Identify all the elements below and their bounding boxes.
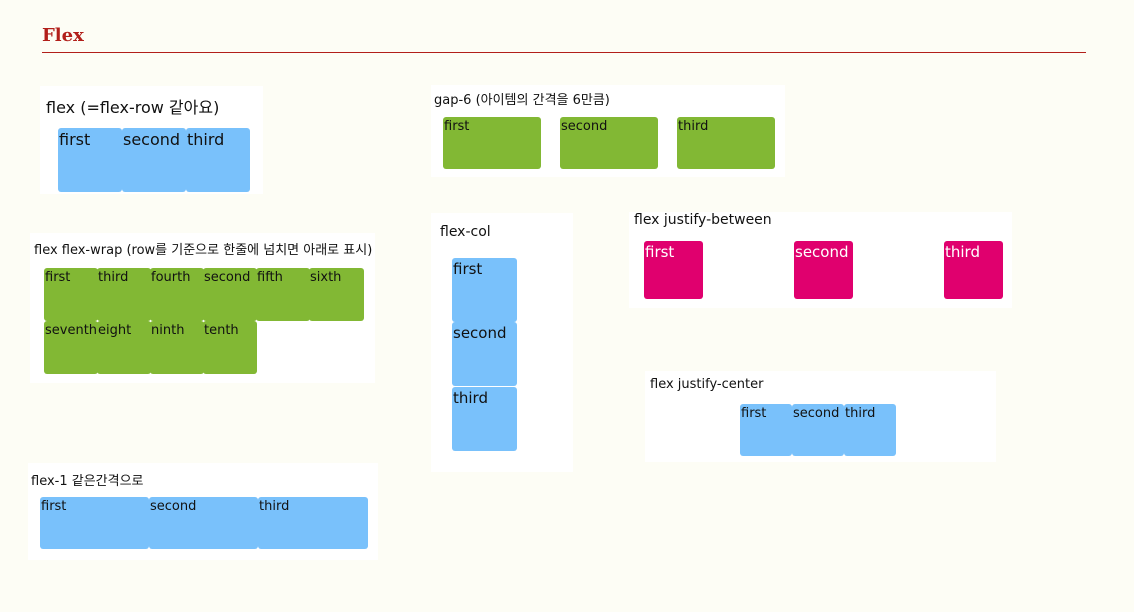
flex-col-card: flex-col first second third xyxy=(431,213,573,472)
justify-between-item-third: third xyxy=(944,241,1003,299)
gap-6-card: gap-6 (아이템의 간격을 6만큼) first second third xyxy=(431,85,785,177)
justify-between-card: flex justify-between first second third xyxy=(629,212,1012,308)
flex-row-item-first: first xyxy=(58,128,122,192)
flex-col-title: flex-col xyxy=(440,224,491,240)
flex-wrap-item-tenth: tenth xyxy=(203,321,257,374)
justify-center-title: flex justify-center xyxy=(650,377,764,392)
page-title: Flex xyxy=(42,25,84,46)
justify-center-item-third: third xyxy=(844,404,896,456)
justify-center-item-second: second xyxy=(792,404,844,456)
flex-row-title: flex (=flex-row 같아요) xyxy=(46,98,220,117)
flex-1-card: flex-1 같은간격으로 first second third xyxy=(28,463,378,560)
justify-center-card: flex justify-center first second third xyxy=(645,371,996,462)
flex-wrap-title: flex flex-wrap (row를 기준으로 한줄에 넘치면 아래로 표시… xyxy=(34,243,373,258)
flex-wrap-card: flex flex-wrap (row를 기준으로 한줄에 넘치면 아래로 표시… xyxy=(30,233,375,383)
flex-1-item-first: first xyxy=(40,497,149,549)
flex-row-item-second: second xyxy=(122,128,186,192)
flex-row-item-third: third xyxy=(186,128,250,192)
flex-wrap-item-eight: eight xyxy=(97,321,151,374)
justify-between-item-second: second xyxy=(794,241,853,299)
flex-1-title: flex-1 같은간격으로 xyxy=(31,474,144,489)
flex-wrap-item-second: second xyxy=(203,268,257,321)
flex-col-item-first: first xyxy=(452,258,517,322)
flex-row-card: flex (=flex-row 같아요) first second third xyxy=(40,86,263,194)
flex-wrap-item-seventh: seventh xyxy=(44,321,98,374)
flex-wrap-item-ninth: ninth xyxy=(150,321,204,374)
flex-wrap-item-sixth: sixth xyxy=(309,268,364,321)
flex-1-item-second: second xyxy=(149,497,258,549)
flex-wrap-item-first: first xyxy=(44,268,98,321)
flex-wrap-item-third: third xyxy=(97,268,151,321)
justify-between-item-first: first xyxy=(644,241,703,299)
gap-6-item-third: third xyxy=(677,117,775,169)
justify-between-title: flex justify-between xyxy=(634,212,772,228)
flex-col-item-third: third xyxy=(452,387,517,451)
justify-center-item-first: first xyxy=(740,404,792,456)
flex-1-item-third: third xyxy=(258,497,368,549)
title-divider xyxy=(42,52,1086,53)
gap-6-title: gap-6 (아이템의 간격을 6만큼) xyxy=(434,93,610,108)
flex-wrap-item-fourth: fourth xyxy=(150,268,204,321)
gap-6-item-first: first xyxy=(443,117,541,169)
flex-wrap-item-fifth: fifth xyxy=(256,268,310,321)
flex-col-item-second: second xyxy=(452,322,517,386)
gap-6-item-second: second xyxy=(560,117,658,169)
